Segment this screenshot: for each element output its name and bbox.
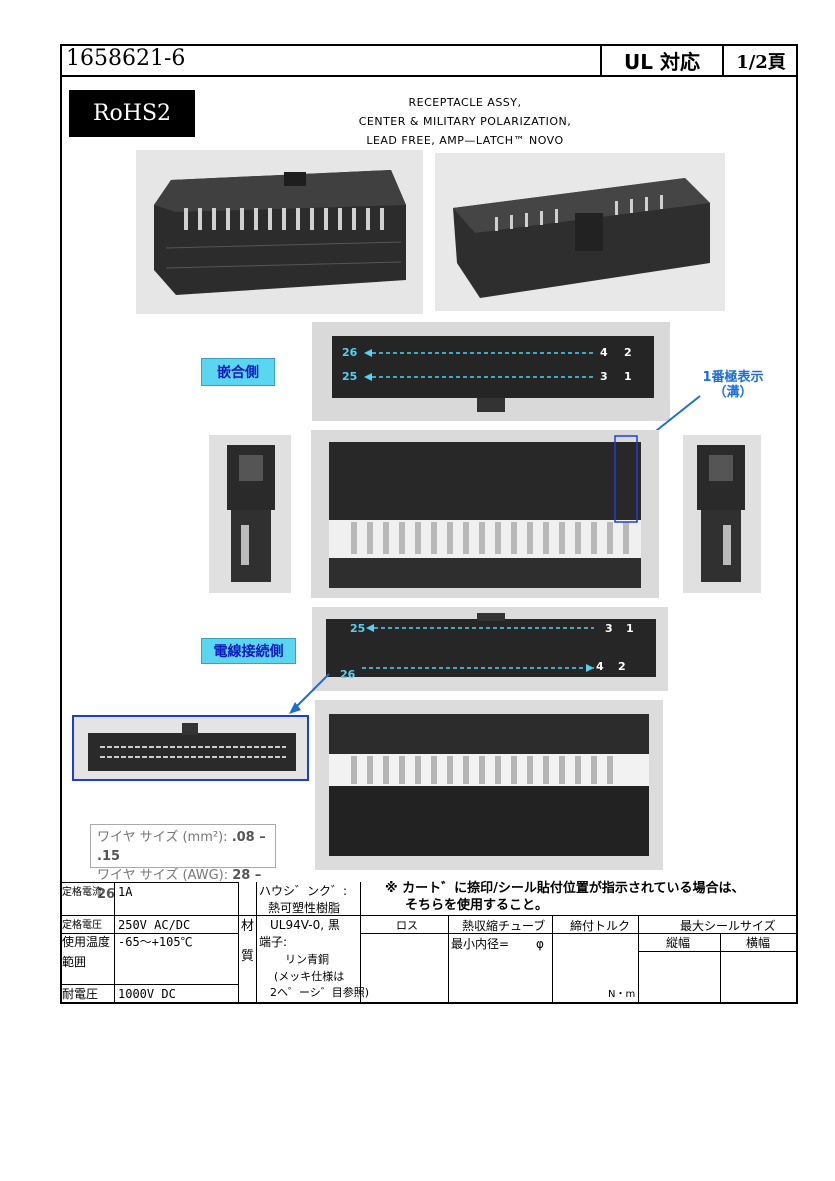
temp-range-label-2: 範囲 (62, 955, 87, 969)
page-number: 1/2頁 (722, 44, 798, 77)
connector-front-image (136, 150, 423, 314)
side-right-image (683, 435, 761, 593)
lot-label: ロス (396, 919, 418, 932)
notice-line-2: そちらを使用すること。 (405, 898, 549, 913)
heat-shrink-tube-label: 熱収縮チューブ (462, 919, 546, 933)
top-view-photo (311, 430, 659, 598)
wire-face-image (312, 607, 668, 691)
spec-col-line (360, 882, 361, 1002)
material-char-2: 質 (241, 949, 255, 964)
wire-size-awg-value: 28 – 26 (97, 868, 262, 902)
wire-pin-3: 3 (605, 622, 613, 635)
wire-pin-2: 2 (618, 660, 626, 673)
wire-side-detail-photo (72, 715, 309, 781)
rated-voltage-value: 250V AC/DC (118, 918, 191, 932)
spec-row-line (638, 951, 798, 952)
rated-current-label: 定格電流 (62, 887, 102, 898)
terminal-value-1: リン青銅 (285, 953, 329, 966)
side-left-image (209, 435, 291, 593)
mating-face-image (312, 322, 670, 421)
pin1-indicator-line-2: （溝） (713, 385, 753, 400)
mating-pin-1: 1 (624, 370, 632, 383)
wire-side-photo (312, 607, 668, 691)
terminal-label: 端子: (259, 935, 288, 949)
mating-pin-25: 25 (342, 370, 358, 383)
seal-height-label: 縦幅 (666, 936, 691, 950)
top-view-image (311, 430, 659, 598)
mating-pin-4: 4 (600, 346, 608, 359)
housing-value-1: 熱可塑性樹脂 (268, 901, 341, 915)
wire-size-mm2-label: ワイヤ サイズ (mm²): (97, 830, 228, 845)
material-char-1: 材 (241, 919, 255, 934)
wire-size-awg: ワイヤ サイズ (AWG): 28 – 26 (97, 866, 269, 904)
mating-pin-3: 3 (600, 370, 608, 383)
spec-col-line (720, 933, 721, 1002)
spec-bottom-line (60, 1002, 798, 1003)
description-line-1: RECEPTACLE ASSY, (408, 96, 522, 109)
wire-detail-image (88, 723, 296, 771)
wire-detail-arrow (289, 673, 330, 714)
wire-pin-1: 1 (626, 622, 634, 635)
wire-pin-25: 25 (350, 622, 366, 635)
product-description: RECEPTACLE ASSY, CENTER & MILITARY POLAR… (310, 93, 620, 150)
torque-unit: N・m (608, 989, 636, 1000)
pin1-indicator-label: 1番極表示 （溝） (688, 370, 778, 400)
rohs-badge: RoHS2 (69, 90, 195, 137)
wire-pin-4: 4 (596, 660, 604, 673)
spec-col-line (114, 882, 115, 1002)
mating-side-photo (312, 322, 670, 421)
wire-pin-26: 26 (340, 668, 356, 681)
rated-current-value: 1A (118, 885, 133, 899)
housing-label: ハウシ゛ンク゛: (259, 884, 348, 898)
mating-side-label: 嵌合側 (201, 358, 275, 386)
spec-col-line (552, 915, 553, 1002)
temp-range-value: -65～+105℃ (118, 935, 193, 949)
torque-label: 締付トルク (570, 919, 631, 933)
temp-range-label-1: 使用温度 (62, 935, 111, 949)
side-view-right-photo (683, 435, 761, 593)
marking-notice: ※ カート゛に捺印/シール貼付位置が指示されている場合は、 そちらを使用すること… (385, 880, 745, 914)
mating-pin-2: 2 (624, 346, 632, 359)
spec-row-line (60, 933, 238, 934)
wire-size-mm2: ワイヤ サイズ (mm²): .08 – .15 (97, 828, 269, 866)
connector-photo-rear (435, 153, 725, 311)
side-view-left-photo (209, 435, 291, 593)
assembled-image (315, 700, 663, 870)
spec-row-line (360, 933, 798, 934)
heat-shrink-tube-unit: φ (536, 937, 544, 951)
terminal-value-3: 2ヘ゜ーシ゛目参照) (270, 986, 370, 999)
assembled-photo (315, 700, 663, 870)
description-line-2: CENTER & MILITARY POLARIZATION, (358, 115, 572, 128)
notice-line-1: ※ カート゛に捺印/シール貼付位置が指示されている場合は、 (385, 881, 745, 896)
spec-col-line (638, 915, 639, 1002)
connector-rear-image (435, 153, 725, 311)
wire-size-box: ワイヤ サイズ (mm²): .08 – .15 ワイヤ サイズ (AWG): … (90, 824, 276, 902)
spec-col-line (256, 882, 257, 1002)
rated-voltage-label: 定格電圧 (62, 920, 102, 931)
withstand-voltage-value: 1000V DC (118, 987, 176, 1001)
heat-shrink-tube-value: 最小内径= (451, 937, 510, 951)
header-divider (60, 75, 798, 77)
spec-row-line (60, 915, 798, 916)
ul-compliance-label: UL 対応 (600, 44, 722, 77)
wire-size-mm2-value: .08 – .15 (97, 830, 266, 864)
wire-size-awg-label: ワイヤ サイズ (AWG): (97, 868, 229, 883)
terminal-value-2: (メッキ仕様は (274, 970, 345, 983)
description-line-3: LEAD FREE, AMP—LATCH™ NOVO (366, 134, 564, 147)
spec-col-line (238, 882, 239, 1002)
spec-row-line (60, 984, 238, 985)
connector-photo-front (136, 150, 423, 314)
withstand-voltage-label: 耐電圧 (62, 987, 99, 1001)
wire-side-label: 電線接続側 (201, 638, 296, 664)
mating-pin-26: 26 (342, 346, 358, 359)
part-number: 1658621-6 (66, 46, 186, 71)
spec-top-line (60, 882, 238, 883)
pin1-indicator-line-1: 1番極表示 (702, 370, 764, 385)
spec-col-line (448, 915, 449, 1002)
max-seal-size-label: 最大シールサイズ (680, 919, 776, 933)
drawing-frame (60, 44, 798, 1004)
seal-width-label: 横幅 (746, 936, 771, 950)
housing-value-2: UL94V-0, 黒 (270, 918, 340, 932)
